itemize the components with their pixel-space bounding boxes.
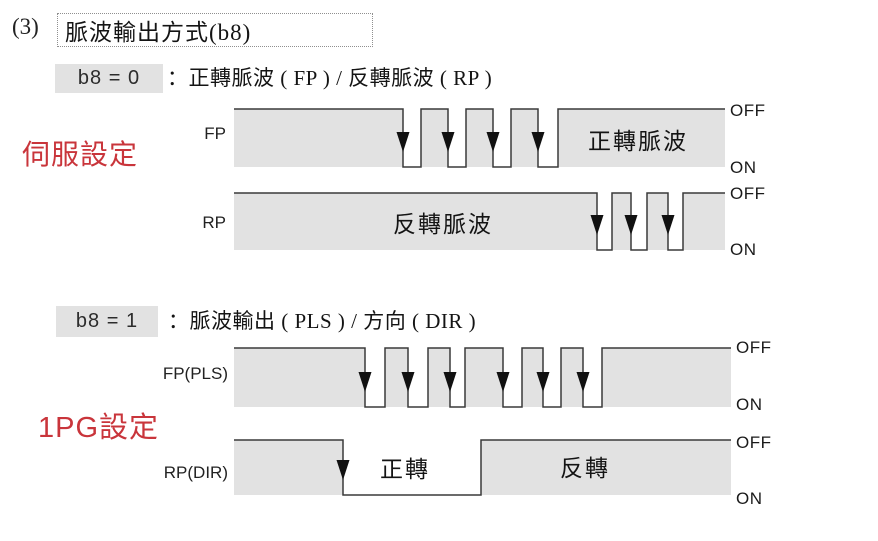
rp-dir-off-label: OFF	[736, 433, 772, 452]
badge-b8-1: b8 = 1	[56, 306, 158, 337]
falling-edge-arrow	[531, 132, 545, 152]
falling-edge-arrow	[496, 372, 510, 392]
signal-label-fp: FP	[204, 124, 226, 143]
waveform-fp-area	[234, 109, 725, 167]
falling-edge-arrow	[590, 215, 604, 235]
falling-edge-arrow	[443, 372, 457, 392]
fp-pls-off-label: OFF	[736, 338, 772, 357]
falling-edge-arrow	[358, 372, 372, 392]
section-number: (3)	[12, 14, 39, 39]
waveform-fp-line	[234, 108, 725, 168]
description-b8-1: ：脈波輸出 ( PLS ) / 方向 ( DIR )	[168, 309, 477, 333]
fp-off-label: OFF	[730, 101, 766, 120]
badge-b8-0: b8 = 0	[55, 64, 163, 93]
fp-on-label: ON	[730, 158, 757, 177]
title-box: 脈波輸出方式(b8)	[57, 13, 373, 47]
rp-dir-on-label: ON	[736, 489, 763, 508]
rp-off-label: OFF	[730, 184, 766, 203]
description-b8-0: ：正轉脈波 ( FP ) / 反轉脈波 ( RP )	[167, 66, 493, 90]
waveform-fp-pls-line	[234, 347, 731, 408]
waveform-fp-pls-area	[234, 348, 731, 407]
falling-edge-arrow	[441, 132, 455, 152]
inline-label-reverse-pulse: 反轉脈波	[393, 212, 493, 237]
falling-edge-arrow	[486, 132, 500, 152]
waveform-rp-area	[234, 193, 725, 250]
inline-label-forward: 正轉	[380, 457, 430, 482]
side-label-1pg: 1PG設定	[38, 412, 160, 444]
falling-edge-arrow	[576, 372, 590, 392]
waveform-rp-line	[234, 192, 725, 251]
falling-edge-arrow	[624, 215, 638, 235]
falling-edge-arrow	[661, 215, 675, 235]
side-label-servo: 伺服設定	[22, 139, 139, 170]
falling-edge-arrow	[536, 372, 550, 392]
signal-label-rp: RP	[202, 213, 226, 232]
page-title: 脈波輸出方式(b8)	[65, 20, 252, 45]
inline-label-forward-pulse: 正轉脈波	[588, 129, 688, 154]
inline-label-reverse: 反轉	[560, 456, 610, 481]
signal-label-rp-dir: RP(DIR)	[163, 463, 228, 482]
falling-edge-arrow	[396, 132, 410, 152]
falling-edge-arrow	[336, 460, 350, 480]
falling-edge-arrow	[401, 372, 415, 392]
rp-on-label: ON	[730, 240, 757, 259]
waveform-rp-dir-area	[234, 440, 731, 495]
signal-label-fp-pls: FP(PLS)	[162, 364, 228, 383]
waveform-rp-dir-line	[234, 439, 731, 496]
fp-pls-on-label: ON	[736, 395, 763, 414]
